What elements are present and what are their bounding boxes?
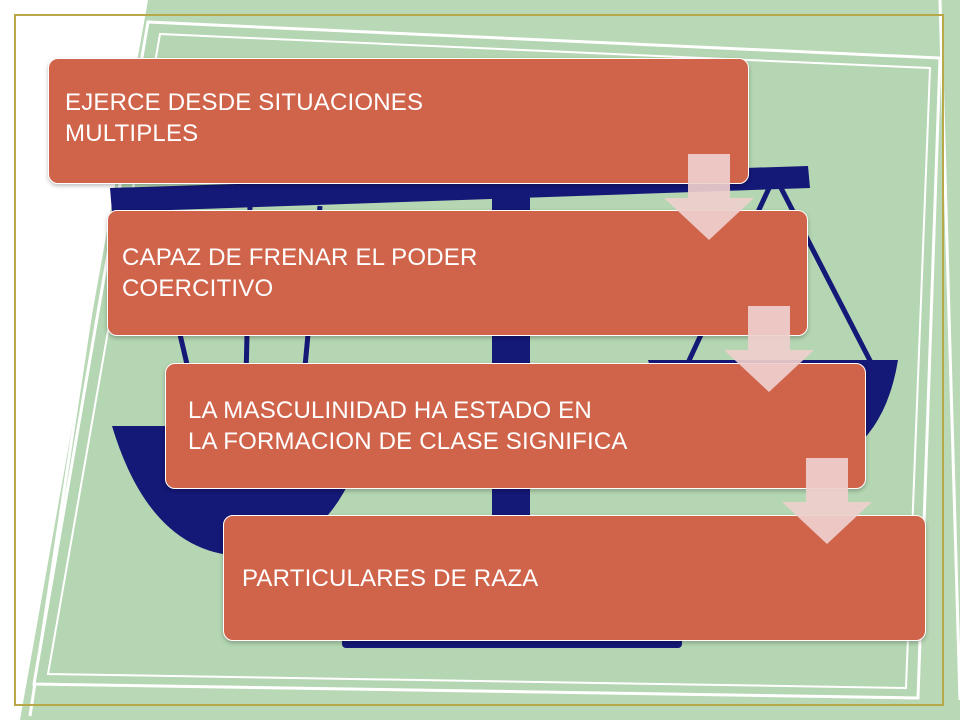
process-step-4: PARTICULARES DE RAZA	[223, 515, 926, 641]
process-step-3: LA MASCULINIDAD HA ESTADO EN LA FORMACIO…	[165, 363, 866, 489]
down-arrow-icon	[724, 306, 814, 392]
down-arrow-icon	[664, 154, 754, 240]
process-step-2-text: CAPAZ DE FRENAR EL PODER COERCITIVO	[122, 244, 478, 302]
process-step-3-text: LA MASCULINIDAD HA ESTADO EN LA FORMACIO…	[188, 397, 628, 455]
process-step-1: EJERCE DESDE SITUACIONES MULTIPLES	[48, 58, 749, 184]
process-step-1-text: EJERCE DESDE SITUACIONES MULTIPLES	[65, 89, 424, 147]
down-arrow-icon	[782, 458, 872, 544]
white-border-inner	[46, 32, 932, 690]
process-step-4-text: PARTICULARES DE RAZA	[242, 564, 539, 592]
process-step-2: CAPAZ DE FRENAR EL PODER COERCITIVO	[107, 210, 808, 336]
